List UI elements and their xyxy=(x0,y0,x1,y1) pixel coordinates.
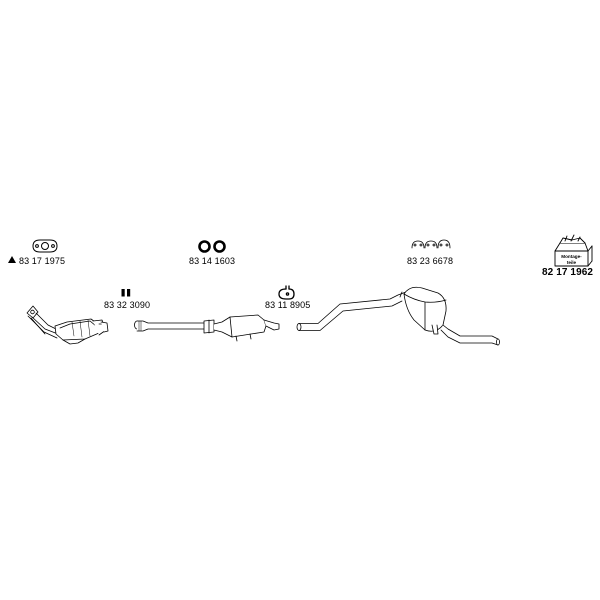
rear-silencer-icon xyxy=(296,286,500,346)
gasket-icon xyxy=(32,239,58,253)
warning-triangle-icon xyxy=(8,256,16,263)
kit-box-text-line2: teile xyxy=(567,260,577,265)
part-number-clamp: 83 11 8905 xyxy=(265,300,311,310)
clamp-icon xyxy=(278,285,295,300)
rubber-hanger-icon xyxy=(411,239,451,249)
part-number-brackets: 83 23 6678 xyxy=(407,256,454,266)
ring-pair-icon xyxy=(198,240,226,253)
part-number-rings: 83 14 1603 xyxy=(189,256,236,266)
mounting-kit-box-icon: Montage- teile xyxy=(554,234,593,267)
catalytic-converter-icon xyxy=(26,305,109,345)
part-number-sleeves: 83 32 3090 xyxy=(104,300,151,310)
sleeve-pair-icon xyxy=(121,289,131,297)
part-number-gasket: 83 17 1975 xyxy=(19,256,66,266)
part-number-mounting-kit: 82 17 1962 xyxy=(542,267,594,278)
kit-box-text-line1: Montage- xyxy=(561,254,582,259)
middle-silencer-icon xyxy=(134,314,280,342)
